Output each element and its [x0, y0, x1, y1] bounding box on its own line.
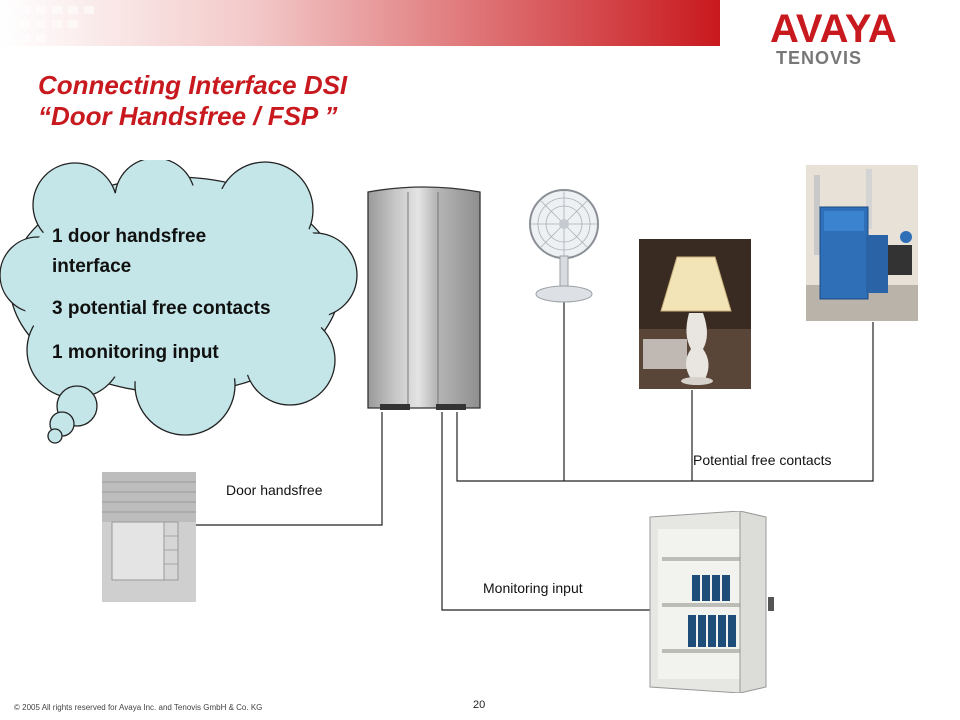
cloud-item-1: 1 door handsfree: [52, 226, 207, 247]
page-title-line-2: “Door Handsfree / FSP ”: [38, 101, 338, 131]
page-number: 20: [473, 699, 486, 711]
door-handsfree-wire: [195, 412, 383, 526]
door-handsfree-label: Door handsfree: [226, 482, 323, 498]
brand-logo: AVAYA TENOVIS: [768, 6, 950, 68]
cloud-item-3: 3 potential free contacts: [52, 298, 271, 319]
cloud-item-2: interface: [52, 256, 132, 277]
avaya-tenovis-logo-icon: AVAYA TENOVIS: [770, 7, 897, 68]
brand-name-text: AVAYA: [770, 7, 897, 51]
desk-fan-icon: [529, 189, 599, 303]
monitoring-input-label: Monitoring input: [483, 580, 583, 596]
copyright-text: © 2005 All rights reserved for Avaya Inc…: [14, 703, 263, 712]
interface-box-icon: [367, 186, 481, 410]
boiler-icon: [806, 165, 918, 321]
door-intercom-icon: [102, 472, 196, 602]
table-lamp-icon: [639, 239, 751, 389]
monitoring-input-wire: [441, 412, 650, 611]
potential-free-contacts-label: Potential free contacts: [693, 452, 832, 468]
header-decoration-bar: [0, 0, 720, 46]
brand-sub-text: TENOVIS: [776, 48, 862, 68]
cloud-item-4: 1 monitoring input: [52, 342, 219, 363]
thought-cloud: [0, 160, 358, 444]
page-title-line-1: Connecting Interface DSI: [38, 70, 348, 100]
potential-free-contacts-bus: [456, 322, 874, 482]
safe-cabinet-icon: [649, 511, 774, 693]
